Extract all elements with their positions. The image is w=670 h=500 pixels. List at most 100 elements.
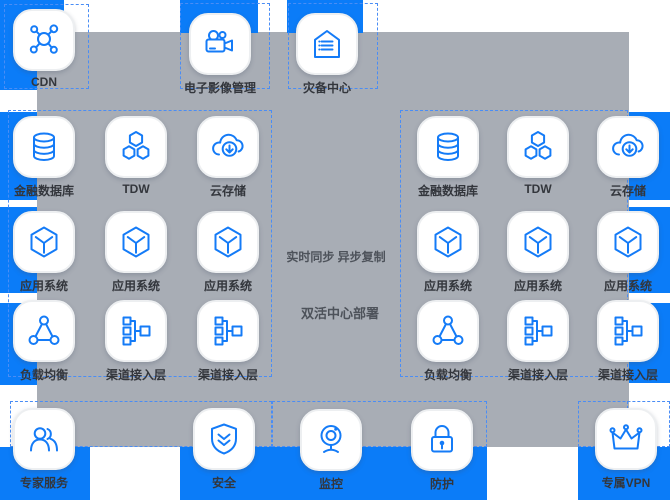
- node-monitoring: 监控: [300, 409, 362, 491]
- node-label: 渠道接入层: [197, 368, 259, 382]
- hexagons-icon: [520, 129, 556, 165]
- node-app-system: 应用系统: [417, 211, 479, 293]
- node-load-balancer: 负载均衡: [13, 300, 75, 382]
- node-tile: [597, 116, 659, 178]
- node-label: TDW: [122, 182, 150, 196]
- cloud-download-icon: [210, 129, 246, 165]
- node-label: 监控: [318, 477, 344, 491]
- node-label: CDN: [31, 75, 57, 89]
- node-channel-access: 渠道接入层: [597, 300, 659, 382]
- node-expert-service: 专家服务: [13, 408, 75, 490]
- node-label: 金融数据库: [417, 184, 479, 198]
- node-tile: [13, 408, 75, 470]
- node-label: 云存储: [209, 184, 247, 198]
- node-tile: [507, 116, 569, 178]
- cube-icon: [610, 224, 646, 260]
- dashed-outline-bottom-left: [10, 401, 272, 447]
- sync-label: 实时同步 异步复制: [286, 250, 386, 264]
- dashed-outline-bottom-middle: [272, 401, 487, 447]
- node-tdw: TDW: [507, 116, 569, 196]
- node-tile: [595, 408, 657, 470]
- node-channel-access: 渠道接入层: [507, 300, 569, 382]
- node-tile: [105, 300, 167, 362]
- video-camera-icon: [202, 26, 238, 62]
- dashed-outline-cdn: [4, 4, 89, 89]
- node-label: 应用系统: [603, 279, 653, 293]
- node-tile: [197, 116, 259, 178]
- node-imaging: 电子影像管理: [184, 13, 256, 95]
- node-label: 渠道接入层: [597, 368, 659, 382]
- node-cdn: CDN: [13, 9, 75, 89]
- node-tile: [13, 211, 75, 273]
- node-label: 专家服务: [19, 476, 69, 490]
- node-vpn: 专属VPN: [595, 408, 657, 490]
- node-tile: [197, 211, 259, 273]
- node-channel-access: 渠道接入层: [105, 300, 167, 382]
- cube-icon: [26, 224, 62, 260]
- node-protection: 防护: [411, 409, 473, 491]
- node-security: 安全: [193, 408, 255, 490]
- load-balancer-icon: [430, 313, 466, 349]
- database-icon: [430, 129, 466, 165]
- dashed-outline-imaging: [180, 3, 270, 89]
- house-icon: [309, 26, 345, 62]
- node-label: 金融数据库: [13, 184, 75, 198]
- node-tile: [597, 300, 659, 362]
- cube-icon: [430, 224, 466, 260]
- shield-icon: [206, 421, 242, 457]
- dashed-outline-disaster: [288, 3, 378, 89]
- node-label: 电子影像管理: [183, 81, 257, 95]
- node-label: 应用系统: [423, 279, 473, 293]
- node-label: 负载均衡: [423, 368, 473, 382]
- node-tile: [193, 408, 255, 470]
- node-label: 安全: [211, 476, 237, 490]
- hierarchy-icon: [210, 313, 246, 349]
- cube-icon: [210, 224, 246, 260]
- node-tile: [507, 211, 569, 273]
- node-disaster-center: 灾备中心: [296, 13, 358, 95]
- lock-icon: [424, 422, 460, 458]
- node-financial-db: 金融数据库: [13, 116, 75, 198]
- node-app-system: 应用系统: [13, 211, 75, 293]
- node-label: 应用系统: [19, 279, 69, 293]
- node-tile: [296, 13, 358, 75]
- database-icon: [26, 129, 62, 165]
- node-label: 应用系统: [203, 279, 253, 293]
- node-tile: [13, 9, 75, 71]
- node-tile: [197, 300, 259, 362]
- webcam-icon: [313, 422, 349, 458]
- node-tdw: TDW: [105, 116, 167, 196]
- node-cloud-storage: 云存储: [197, 116, 259, 198]
- users-icon: [26, 421, 62, 457]
- hexagons-icon: [118, 129, 154, 165]
- hierarchy-icon: [610, 313, 646, 349]
- node-tile: [507, 300, 569, 362]
- node-app-system: 应用系统: [197, 211, 259, 293]
- node-label: 应用系统: [513, 279, 563, 293]
- node-tile: [597, 211, 659, 273]
- hierarchy-icon: [520, 313, 556, 349]
- network-icon: [26, 22, 62, 58]
- crown-icon: [608, 421, 644, 457]
- cloud-download-icon: [610, 129, 646, 165]
- node-tile: [13, 300, 75, 362]
- node-label: 应用系统: [111, 279, 161, 293]
- node-tile: [105, 116, 167, 178]
- node-tile: [417, 300, 479, 362]
- load-balancer-icon: [26, 313, 62, 349]
- dashed-outline-left-cluster: [8, 110, 272, 377]
- node-label: 灾备中心: [302, 81, 352, 95]
- hierarchy-icon: [118, 313, 154, 349]
- node-app-system: 应用系统: [597, 211, 659, 293]
- node-label: 专属VPN: [601, 476, 651, 490]
- node-tile: [300, 409, 362, 471]
- node-label: TDW: [524, 182, 552, 196]
- architecture-label: 双活中心部署: [300, 306, 380, 321]
- node-tile: [189, 13, 251, 75]
- node-app-system: 应用系统: [507, 211, 569, 293]
- cube-icon: [118, 224, 154, 260]
- node-tile: [411, 409, 473, 471]
- node-load-balancer: 负载均衡: [417, 300, 479, 382]
- node-app-system: 应用系统: [105, 211, 167, 293]
